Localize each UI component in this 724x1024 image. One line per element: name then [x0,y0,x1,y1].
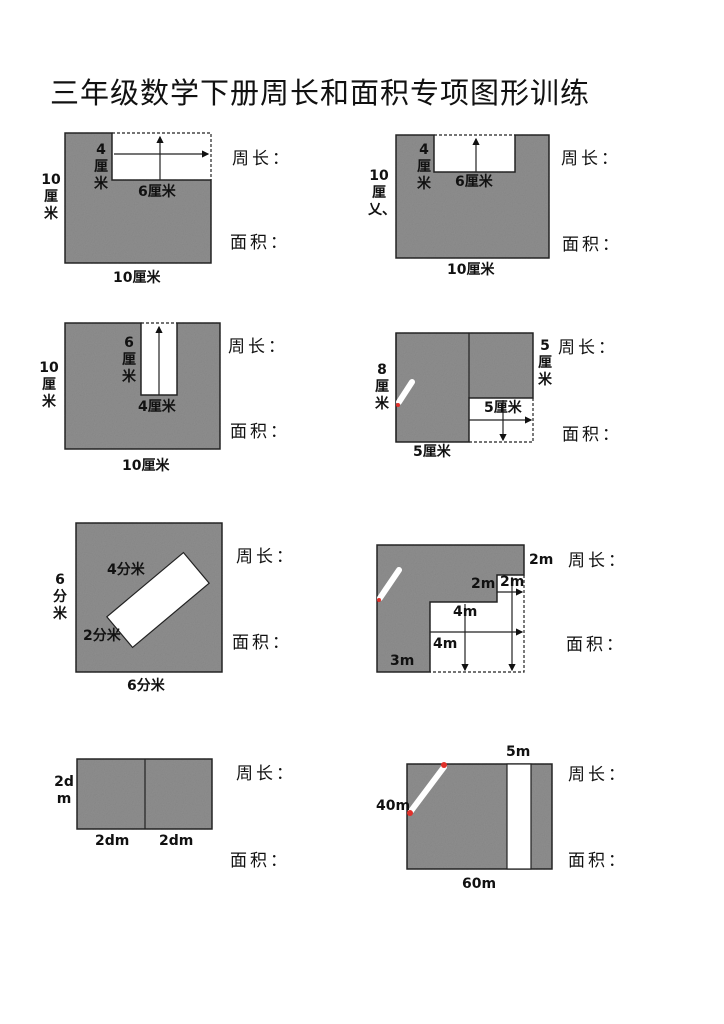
fig7-area: 面积： [230,851,290,871]
fig2-area: 面积： [562,235,622,255]
figure-8-cutout [506,763,532,870]
fig6-label-bottom: 3m [390,653,415,669]
fig7-perimeter: 周长： [236,764,296,784]
fig1-perimeter: 周长： [232,149,292,169]
fig6-area: 面积： [566,635,626,655]
fig5-label-width: 2分米 [83,628,121,644]
fig2-label-cut-width: 6厘米 [455,174,493,190]
fig2-label-side: 10厘乂、 [368,168,396,218]
fig5-label-bottom: 6分米 [127,678,165,694]
fig8-label-strip: 5m [506,744,531,760]
figure-5-cutout [105,551,211,649]
fig1-label-side: 10厘米 [41,172,61,222]
fig7-label-side: 2dm [54,774,74,807]
page-title: 三年级数学下册周长和面积专项图形训练 [50,76,591,110]
fig7-label-bottom-right: 2dm [159,833,194,849]
fig6-label-inner-left: 4m [433,636,458,652]
fig1-label-bottom: 10厘米 [113,270,161,286]
fig5-label-length: 4分米 [107,562,145,578]
fig4-label-inner: 5厘米 [484,400,522,416]
fig2-perimeter: 周长： [561,149,621,169]
fig8-label-side: 40m [376,798,411,814]
fig1-area: 面积： [230,233,290,253]
fig5-perimeter: 周长： [236,547,296,567]
fig4-label-side: 8厘米 [375,362,389,412]
fig4-area: 面积： [562,425,622,445]
fig4-label-bottom: 5厘米 [413,444,451,460]
fig2-label-height: 4厘米 [417,142,431,192]
fig1-label-height: 4厘米 [94,142,108,192]
fig7-label-bottom-left: 2dm [95,833,130,849]
fig4-perimeter: 周长： [558,338,618,358]
fig2-label-bottom: 10厘米 [447,262,495,278]
fig3-label-bottom: 10厘米 [122,458,170,474]
fig4-label-right: 5厘米 [538,338,552,388]
fig6-label-step-left: 2m [471,576,496,592]
fig3-label-side: 10厘米 [39,360,59,410]
fig8-area: 面积： [568,851,628,871]
fig3-perimeter: 周长： [228,337,288,357]
fig6-label-top-right: 2m [529,552,554,568]
fig5-label-side: 6分米 [53,572,67,622]
figure-6-shape [376,544,525,673]
fig3-area: 面积： [230,422,290,442]
fig1-label-cut-width: 6厘米 [138,184,176,200]
figure-3-shape [64,322,221,450]
figure-4-shape [395,332,534,443]
fig8-perimeter: 周长： [568,765,628,785]
fig6-perimeter: 周长： [568,551,628,571]
fig5-area: 面积： [232,633,292,653]
fig6-label-inner-top: 4m [453,604,478,620]
fig3-label-cut-width: 4厘米 [138,399,176,415]
fig3-label-cut-depth: 6厘米 [122,335,136,385]
fig8-label-bottom: 60m [462,876,497,892]
fig6-label-step-top: 2m [500,574,525,590]
